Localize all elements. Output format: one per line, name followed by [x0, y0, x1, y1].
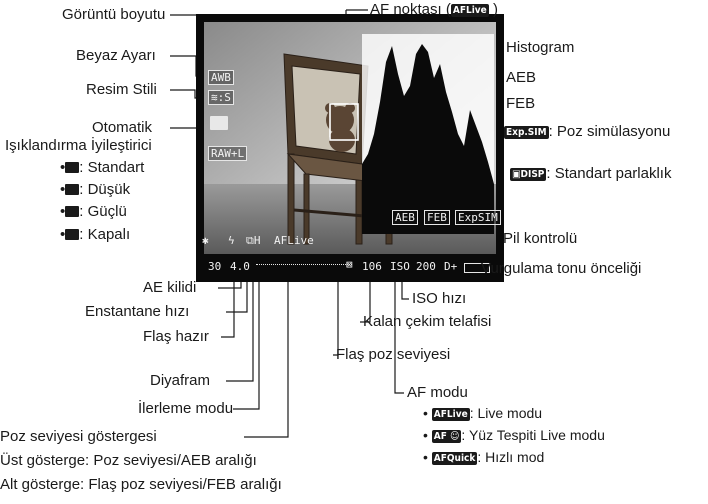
callout-exposure-sim: Exp.SIM: Poz simülasyonu — [504, 123, 670, 141]
callout-feb: FEB — [506, 95, 535, 113]
af-mode-face: • AF ☺: Yüz Tespiti Live modu — [423, 426, 605, 444]
callout-upper-scale: Üst gösterge: Poz seviyesi/AEB aralığı — [0, 452, 257, 470]
callout-shutter-speed: Enstantane hızı — [85, 303, 189, 321]
af-face-chip: AF ☺ — [432, 430, 462, 443]
drive-mode-readout: ⧉H — [246, 234, 260, 247]
histogram — [362, 34, 494, 234]
callout-auto: Otomatik — [92, 119, 152, 137]
callout-image-size: Görüntü boyutu — [62, 6, 165, 24]
af-mode-readout: AFLive — [274, 234, 314, 247]
callout-af-mode: AF modu — [407, 384, 468, 402]
callout-af-point: AF noktası (AFLive ) — [370, 1, 498, 19]
callout-alo: Işıklandırma İyileştirici — [5, 137, 152, 155]
callout-picture-style: Resim Stili — [86, 81, 157, 99]
lcd-screen: AWB ≋:S RAW+L ✱ ϟ ⧉H AFLive AEB FEB ExpS… — [196, 14, 504, 282]
ae-lock-icon: ✱ — [202, 234, 209, 247]
callout-flash-ready: Flaş hazır — [143, 328, 209, 346]
callout-iso: ISO hızı — [412, 290, 466, 308]
disp-chip: ▣DISP — [510, 168, 546, 181]
image-size-readout: RAW+L — [208, 146, 247, 161]
flash-exposure-icon: ⊠ — [346, 258, 353, 271]
iso-readout: 200 — [416, 260, 436, 273]
alo-off-icon — [65, 229, 79, 240]
alo-low-icon — [65, 184, 79, 195]
callout-standard-brightness: ▣DISP: Standart parlaklık — [510, 165, 671, 183]
callout-drive-mode: İlerleme modu — [138, 400, 233, 418]
exposure-level-scale — [256, 264, 352, 269]
callout-highlight-tone: Vurgulama tonu önceliği — [481, 260, 641, 278]
alo-strong-icon — [65, 206, 79, 217]
exposure-sim-indicator: ExpSIM — [455, 210, 501, 225]
callout-aeb: AEB — [506, 69, 536, 87]
callout-lower-scale: Alt gösterge: Flaş poz seviyesi/FEB aral… — [0, 476, 282, 494]
alo-option-low: •: Düşük — [60, 181, 130, 199]
callout-exposure-level: Poz seviyesi göstergesi — [0, 428, 157, 446]
picture-style-icon: ≋:S — [208, 90, 234, 105]
alo-option-strong: •: Güçlü — [60, 203, 127, 221]
callout-battery: Pil kontrolü — [503, 230, 577, 248]
callout-aperture: Diyafram — [150, 372, 210, 390]
aeb-indicator: AEB — [392, 210, 418, 225]
callout-flash-level: Flaş poz seviyesi — [336, 346, 450, 364]
callout-ae-lock: AE kilidi — [143, 279, 196, 297]
callout-shots: Kalan çekim telafisi — [363, 313, 491, 331]
white-balance-icon: AWB — [208, 70, 234, 85]
alo-standard-icon — [65, 162, 79, 173]
af-live-chip: AFLive — [432, 408, 470, 421]
callout-histogram: Histogram — [506, 39, 574, 57]
iso-label-icon: ISO — [390, 260, 410, 273]
af-live-chip: AFLive — [451, 4, 489, 17]
exposure-sim-chip: Exp.SIM — [504, 126, 549, 139]
af-quick-chip: AFQuick — [432, 452, 478, 465]
auto-lighting-icon — [210, 116, 228, 130]
flash-ready-icon: ϟ — [228, 234, 235, 247]
af-mode-live: • AFLive: Live modu — [423, 404, 542, 422]
af-mode-quick: • AFQuick: Hızlı mod — [423, 448, 544, 466]
callout-white-balance: Beyaz Ayarı — [76, 47, 156, 65]
alo-option-off: •: Kapalı — [60, 226, 130, 244]
shutter-speed-readout: 30 — [208, 260, 221, 273]
aperture-readout: 4.0 — [230, 260, 250, 273]
shots-remaining-readout: 106 — [362, 260, 382, 273]
feb-indicator: FEB — [424, 210, 450, 225]
highlight-tone-readout: D+ — [444, 260, 457, 273]
alo-option-standard: •: Standart — [60, 159, 144, 177]
